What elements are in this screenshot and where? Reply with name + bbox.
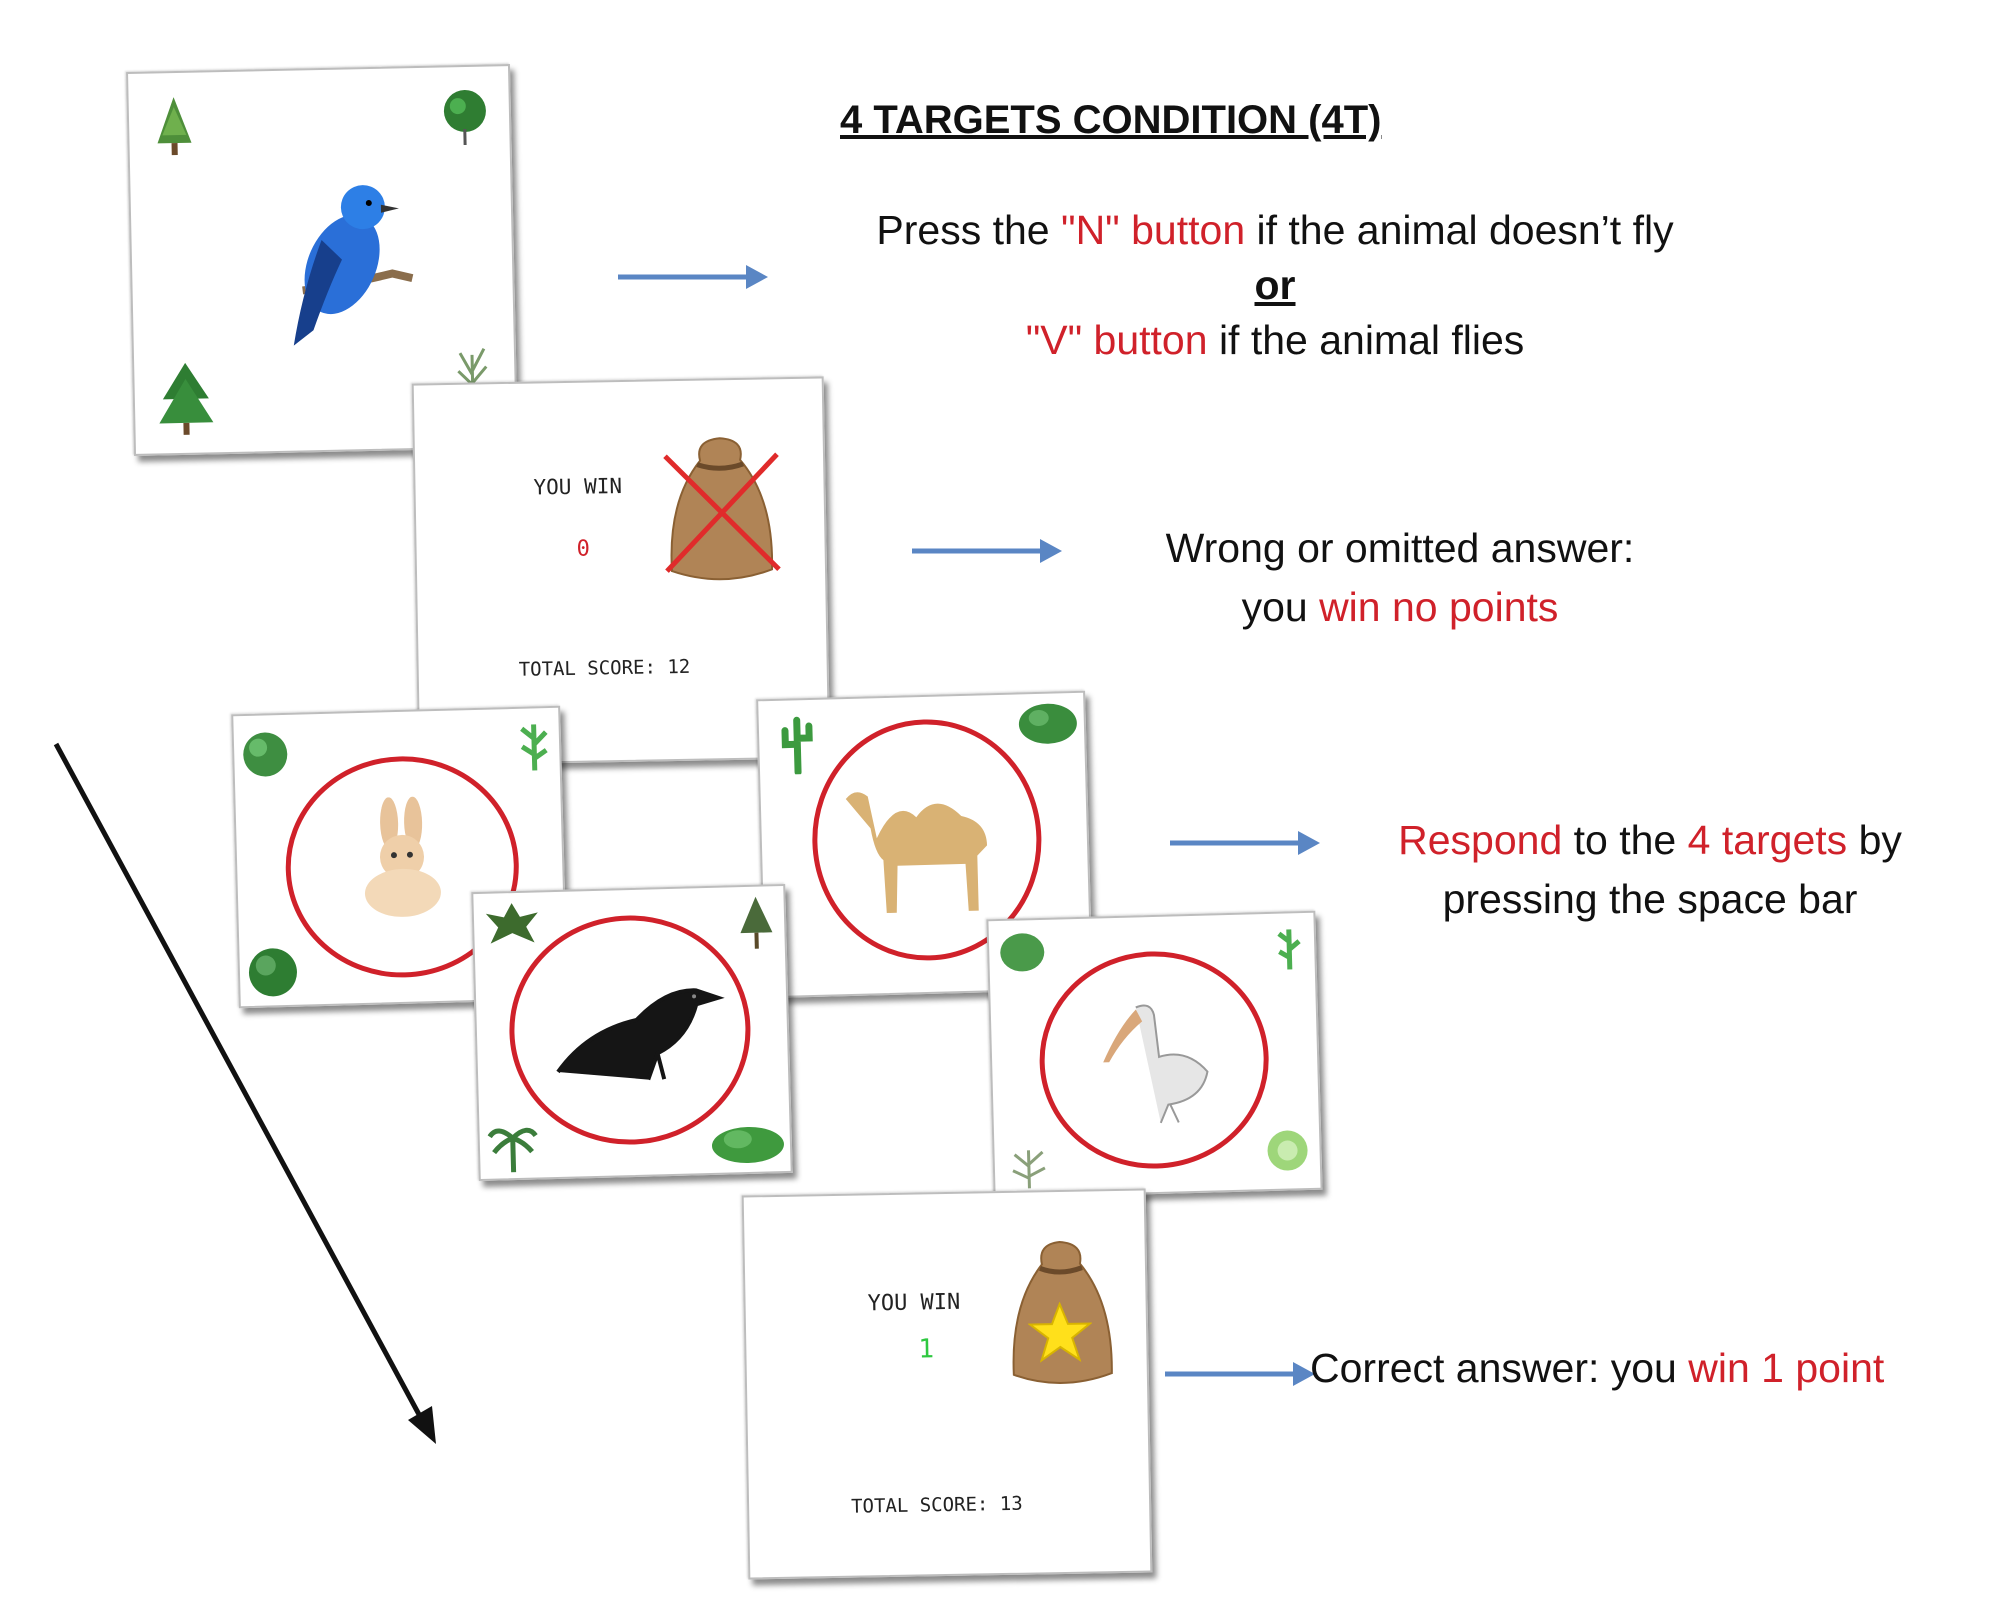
plant-icon bbox=[457, 347, 488, 393]
star-icon bbox=[1027, 1301, 1093, 1363]
feedback-screen-correct: YOU WIN 1 TOTAL SCORE: 13 bbox=[741, 1188, 1153, 1580]
wrong-feedback-text: Wrong or omitted answer: you win no poin… bbox=[1100, 524, 1700, 632]
total-score: TOTAL SCORE: 13 bbox=[850, 1492, 1023, 1518]
timeline-arrow bbox=[53, 742, 436, 1444]
target-circle bbox=[509, 915, 751, 1145]
shrub-icon bbox=[711, 1126, 784, 1164]
you-win-label: YOU WIN bbox=[533, 473, 623, 500]
shrub-icon bbox=[1018, 703, 1077, 744]
condition-title: 4 TARGETS CONDITION (4T) bbox=[840, 98, 1382, 142]
tree-icon bbox=[740, 896, 773, 949]
crow-icon bbox=[556, 988, 725, 1081]
wrong-feedback-line1: Wrong or omitted answer: bbox=[1165, 525, 1635, 571]
palm-icon bbox=[487, 1127, 538, 1173]
plant-icon bbox=[520, 724, 548, 771]
target-screen-crow bbox=[471, 883, 793, 1182]
tree-icon bbox=[159, 362, 214, 435]
target-screen-camel bbox=[756, 690, 1093, 999]
arrow-right bbox=[618, 265, 768, 289]
points-value: 0 bbox=[576, 536, 591, 562]
wrong-feedback-line2: you win no points bbox=[1241, 584, 1559, 631]
total-score: TOTAL SCORE: 12 bbox=[518, 655, 691, 681]
instruction-or: or bbox=[1254, 262, 1296, 309]
targets-instruction-line2: pressing the space bar bbox=[1442, 876, 1858, 923]
instruction-line-v: "V" button if the animal flies bbox=[1025, 317, 1525, 364]
cactus-icon bbox=[781, 716, 813, 775]
feedback-screen-wrong: YOU WIN 0 TOTAL SCORE: 12 bbox=[411, 376, 831, 766]
cabbage-icon bbox=[1267, 1130, 1308, 1171]
response-instruction: Press the "N" button if the animal doesn… bbox=[790, 206, 1760, 366]
arrow-right bbox=[1170, 831, 1320, 855]
you-win-label: YOU WIN bbox=[867, 1289, 961, 1317]
stimulus-screen-bird bbox=[126, 64, 518, 456]
camel-icon bbox=[845, 792, 988, 914]
arrow-right bbox=[912, 539, 1062, 563]
correct-feedback-text: Correct answer: you win 1 point bbox=[1310, 1345, 1885, 1391]
points-value: 1 bbox=[918, 1334, 935, 1365]
shrub-icon bbox=[443, 89, 486, 146]
plant-icon bbox=[1277, 929, 1301, 970]
arrow-right bbox=[1165, 1362, 1315, 1386]
money-bag-icon bbox=[663, 437, 781, 581]
shrub-icon bbox=[248, 948, 297, 997]
target-circle bbox=[1039, 951, 1269, 1169]
shrub-icon bbox=[243, 732, 288, 777]
target-circle bbox=[285, 756, 519, 978]
leaf-icon bbox=[485, 903, 538, 944]
pelican-icon bbox=[1103, 1004, 1209, 1124]
rabbit-icon bbox=[364, 796, 441, 917]
targets-instruction-line1: Respond to the 4 targets by bbox=[1398, 817, 1902, 863]
target-circle bbox=[812, 719, 1042, 961]
target-screen-rabbit bbox=[231, 705, 568, 1009]
instruction-line-n: Press the "N" button if the animal doesn… bbox=[876, 207, 1674, 253]
bluebird-icon bbox=[293, 185, 414, 346]
targets-instruction: Respond to the 4 targets by pressing the… bbox=[1340, 816, 1960, 924]
shrub-icon bbox=[1000, 933, 1045, 972]
tree-icon bbox=[157, 97, 192, 156]
plant-icon bbox=[1012, 1150, 1046, 1189]
target-screen-pelican bbox=[986, 910, 1323, 1199]
